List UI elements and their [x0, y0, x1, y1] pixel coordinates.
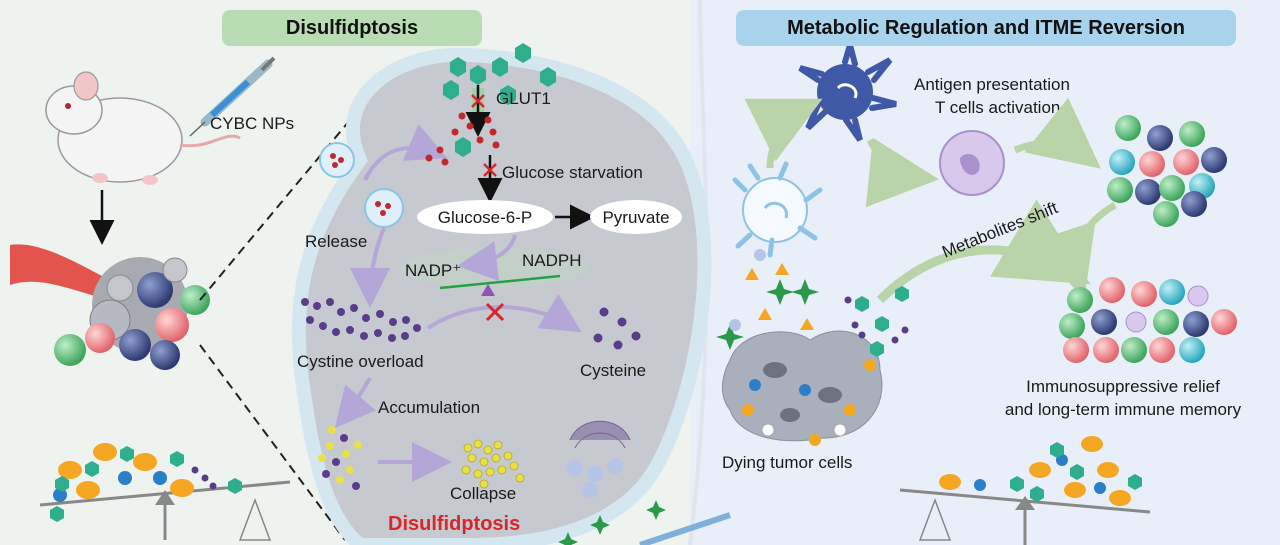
nanoparticle-vesicle-1 [319, 142, 355, 178]
cysteine-dots [593, 307, 641, 350]
glucose-hexagons [443, 43, 556, 157]
pyruvate-label: Pyruvate [602, 208, 669, 227]
syringe-icon [189, 56, 276, 137]
disulfide-aggregate [318, 426, 362, 490]
nadp-label: NADP⁺ [405, 261, 461, 280]
cystine-overload-label: Cystine overload [297, 352, 424, 371]
metabolic-regulation-title: Metabolic Regulation and ITME Reversion [736, 10, 1236, 46]
g6p-to-nadp-arrow [457, 234, 517, 282]
glut1-label: GLUT1 [496, 89, 551, 108]
cysteine-block-cross [485, 302, 505, 322]
t-cell [939, 130, 1005, 196]
metabolic-regulation-title-text: Metabolic Regulation and ITME Reversion [787, 16, 1185, 39]
dc-to-tcell-arrow [865, 137, 939, 208]
dying-tumor-cells [722, 330, 883, 446]
glucose6p-label: Glucose-6-P [438, 208, 532, 227]
zoom-line-bottom [199, 344, 346, 541]
release-label: Release [305, 232, 367, 251]
glucose6p-oval [417, 200, 553, 234]
immature-to-mature-arrow [744, 98, 823, 169]
activated-immune-cells [1107, 115, 1227, 227]
collapse-label: Collapse [450, 484, 516, 503]
red-nanoparticle-dots [425, 112, 500, 166]
right-panel-background [690, 0, 1280, 545]
sparkle-particles [558, 500, 666, 545]
nanoparticle-vesicle-2 [364, 188, 404, 228]
release-arrow [363, 124, 448, 181]
scale-right-particles [939, 436, 1142, 506]
balance-scale-right [899, 488, 1151, 545]
tumor-cluster-left [10, 244, 210, 370]
tcell-to-activated-arrow [1013, 97, 1101, 169]
dying-cells-label: Dying tumor cells [722, 453, 852, 472]
collapse-aggregate [461, 439, 525, 489]
glucose-starvation-label: Glucose starvation [502, 163, 643, 182]
dendritic-cell-immature [732, 161, 823, 258]
starvation-block-cross [483, 163, 497, 177]
relief-immune-cells [1059, 277, 1237, 363]
nadp-inhibition-line [439, 274, 561, 290]
cystine-chain [301, 298, 421, 342]
organelle-fragments [567, 420, 631, 498]
relief-label-line2: and long-term immune memory [1005, 400, 1242, 419]
scale-left-particles [50, 443, 242, 522]
accumulation-label: Accumulation [378, 398, 480, 417]
cysteine-label: Cysteine [580, 361, 646, 380]
release-to-cystine-arrow [350, 227, 391, 308]
balance-scale-left [39, 480, 291, 541]
accumulation-arrow [334, 376, 376, 429]
nadph-label: NADPH [522, 251, 582, 270]
antigen-label-line1: Antigen presentation [914, 75, 1070, 94]
antigen-label-line2: T cells activation [935, 98, 1060, 117]
glut1-block-cross [471, 94, 485, 108]
disulfidptosis-bottom-label: Disulfidptosis [388, 513, 520, 535]
disulfidptosis-title-text: Disulfidptosis [285, 16, 419, 39]
disulfidptosis-title: Disulfidptosis [222, 10, 482, 46]
pyruvate-oval [590, 200, 682, 234]
metabolites-shift-arrow [876, 199, 1091, 304]
mouse-illustration [45, 71, 241, 185]
nadp-pointer [481, 284, 495, 296]
sweep-arrow-bottom [639, 512, 731, 545]
relief-label-line1: Immunosuppressive relief [1026, 377, 1220, 396]
released-metabolites [716, 249, 909, 357]
cybc-label: CYBC NPs [210, 114, 294, 133]
